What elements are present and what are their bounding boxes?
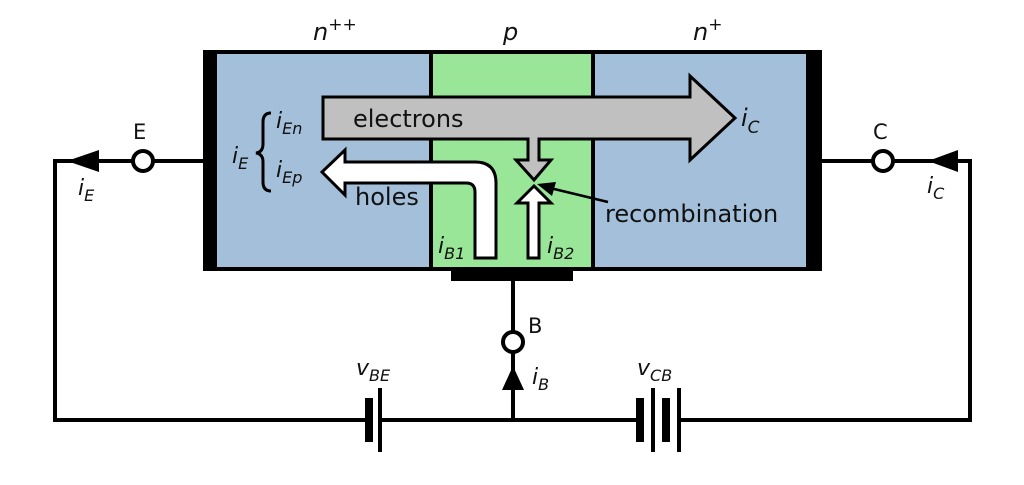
ib-direction-arrow-icon bbox=[502, 366, 524, 390]
holes-arrow bbox=[319, 146, 498, 260]
collector-current-label: iC bbox=[741, 104, 760, 138]
ib1-label: iB1 bbox=[438, 234, 465, 263]
holes-label: holes bbox=[355, 183, 419, 211]
vbe-label: vBE bbox=[356, 356, 391, 385]
vcb-battery-plate-3 bbox=[662, 398, 670, 442]
vbe-battery-negative-plate bbox=[365, 398, 373, 442]
ib-label: iB bbox=[532, 365, 549, 394]
vcb-battery-plate-1 bbox=[636, 398, 644, 442]
ic-label: iC bbox=[927, 174, 945, 203]
ien-label: iEn bbox=[276, 109, 302, 138]
ic-direction-arrow-icon bbox=[928, 150, 958, 172]
vcb-battery-plate-4 bbox=[677, 388, 681, 452]
collector-terminal bbox=[871, 149, 895, 173]
region-label-collector: n+ bbox=[693, 15, 722, 46]
recombination-pointer bbox=[549, 186, 609, 204]
ie-total-label: iE bbox=[232, 144, 249, 173]
collector-wire bbox=[680, 159, 972, 422]
collector-terminal-label: C bbox=[873, 120, 888, 144]
base-terminal bbox=[501, 330, 525, 354]
emitter-contact bbox=[203, 50, 217, 271]
ib2-arrow bbox=[513, 183, 555, 260]
ib2-label: iB2 bbox=[547, 234, 574, 263]
recombination-label: recombination bbox=[605, 200, 778, 228]
vbe-battery-positive-plate bbox=[378, 388, 382, 452]
emitter-wire bbox=[53, 159, 365, 422]
ie-label: iE bbox=[78, 176, 95, 205]
electrons-label: electrons bbox=[353, 105, 464, 133]
ie-direction-arrow-icon bbox=[67, 150, 99, 172]
iep-label: iEp bbox=[276, 158, 302, 187]
base-terminal-label: B bbox=[528, 314, 542, 338]
region-label-emitter: n++ bbox=[313, 15, 357, 46]
vcb-label: vCB bbox=[637, 356, 672, 385]
emitter-terminal bbox=[131, 149, 155, 173]
electrons-arrow bbox=[321, 72, 738, 183]
recombination-pointer-head bbox=[537, 182, 556, 196]
collector-contact bbox=[806, 50, 822, 271]
emitter-terminal-label: E bbox=[133, 120, 146, 144]
brace-icon bbox=[255, 111, 272, 193]
collector-region bbox=[593, 52, 813, 269]
base-contact bbox=[451, 268, 573, 281]
region-label-base: p bbox=[502, 18, 518, 46]
vcb-battery-plate-2 bbox=[651, 388, 655, 452]
